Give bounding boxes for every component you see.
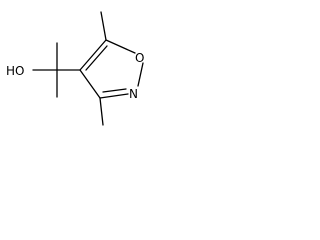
bond-c4-c5 [79, 39, 107, 71]
bond-c5-o1 [105, 39, 136, 54]
bond-n2-c3-inner [102, 88, 127, 93]
molecule-structure-diagram: HO O N [6, 11, 144, 126]
bond-c4-c5-inner [85, 45, 108, 71]
bond-n2-c3 [99, 93, 129, 99]
ring-oxygen-label: O [135, 51, 144, 65]
hydroxyl-label: HO [6, 64, 24, 78]
bond-c5-methyl [100, 11, 107, 41]
bond-o1-n2 [137, 62, 144, 87]
bond-c3-c4 [79, 69, 101, 99]
ring-nitrogen-label: N [129, 87, 138, 101]
bond-c3-methyl [99, 97, 104, 126]
